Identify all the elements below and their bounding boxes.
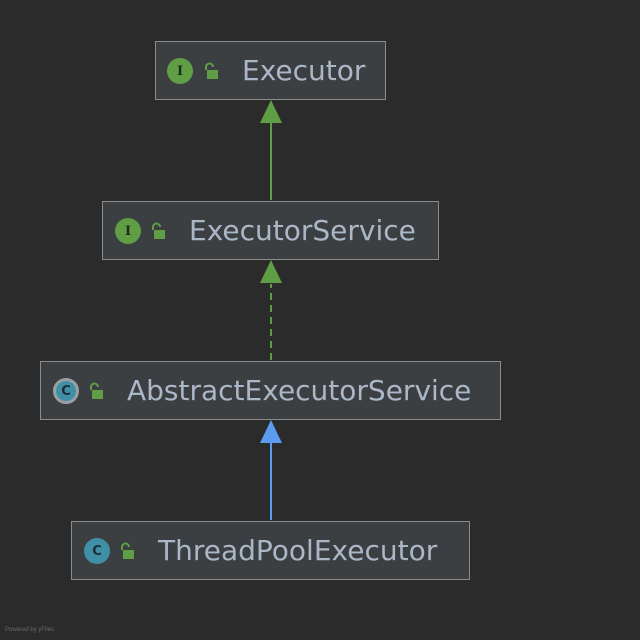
node-label: AbstractExecutorService	[127, 374, 472, 407]
abstract-class-icon: C	[53, 378, 79, 404]
edge-arrowhead	[260, 100, 282, 123]
edge-executor-service-extends-executor	[260, 100, 282, 200]
unlocked-icon	[90, 382, 103, 399]
node-executor[interactable]: I Executor	[155, 41, 386, 100]
watermark: Powered by yFiles	[5, 627, 55, 633]
unlocked-icon	[205, 62, 218, 79]
badge-letter: I	[124, 223, 132, 239]
node-abstract-executor-service[interactable]: C AbstractExecutorService	[40, 361, 501, 420]
node-executor-service[interactable]: I ExecutorService	[102, 201, 439, 260]
edge-arrowhead	[260, 260, 282, 283]
unlocked-icon	[121, 542, 134, 559]
badge-letter: I	[176, 63, 184, 79]
edge-arrowhead	[260, 420, 282, 443]
interface-icon: I	[115, 218, 141, 244]
edge-abstract-executor-service-implements-executor-service	[260, 260, 282, 360]
node-label: Executor	[242, 54, 366, 87]
class-icon: C	[84, 538, 110, 564]
node-label: ExecutorService	[189, 214, 416, 247]
badge-letter: C	[92, 543, 102, 559]
edge-thread-pool-executor-extends-abstract-executor-service	[260, 420, 282, 520]
node-thread-pool-executor[interactable]: C ThreadPoolExecutor	[71, 521, 470, 580]
node-label: ThreadPoolExecutor	[158, 534, 438, 567]
interface-icon: I	[167, 58, 193, 84]
unlocked-icon	[152, 222, 165, 239]
badge-letter: C	[61, 383, 71, 399]
